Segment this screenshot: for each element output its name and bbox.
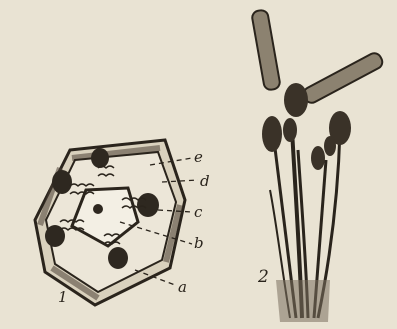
stigma-right <box>301 51 384 106</box>
label-c: c <box>194 203 203 221</box>
anther-small <box>324 136 336 156</box>
anther-small <box>311 146 325 170</box>
anther-large <box>284 83 308 117</box>
anther-mid <box>283 118 297 142</box>
anther <box>91 148 109 168</box>
label-d: d <box>200 172 210 190</box>
figure-number-2: 2 <box>257 267 269 287</box>
ovary <box>93 204 103 214</box>
anther <box>108 247 128 269</box>
label-b: b <box>194 234 204 252</box>
anther <box>137 193 159 217</box>
label-e: e <box>194 148 203 166</box>
figure-1-cross-section: e d c b a 1 <box>35 140 210 306</box>
stigma-upper <box>251 9 281 91</box>
anther <box>52 170 72 194</box>
figure-number-1: 1 <box>58 288 68 306</box>
filament-base <box>276 280 330 322</box>
figure-2-stamens: 2 <box>251 9 385 322</box>
label-a: a <box>178 278 187 296</box>
anther-left <box>262 116 282 152</box>
